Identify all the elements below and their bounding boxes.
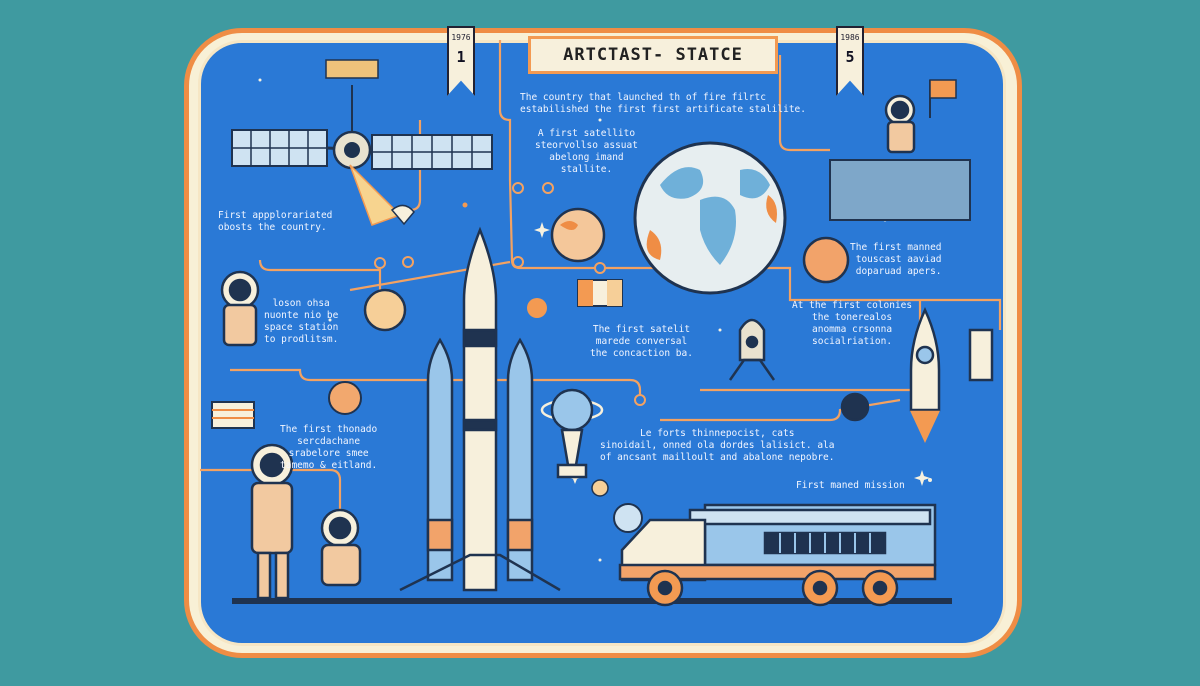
label-first-thousand: The first thonado sercdachane srabelore … <box>280 424 378 471</box>
lander-icon <box>728 318 994 422</box>
label-first-manned: The first manned touscast aaviad doparua… <box>850 242 942 277</box>
label-first-satellite-2: The first satelit marede conversal the c… <box>590 324 693 359</box>
globe-icon <box>633 141 787 295</box>
flag-icon <box>211 79 957 429</box>
telescope-icon <box>540 388 604 479</box>
label-first-mission: First maned mission <box>796 480 905 491</box>
astronaut-icon <box>220 94 916 600</box>
banner-year: 1976 <box>451 33 471 42</box>
satellite-icon <box>231 59 493 226</box>
label-first-satellite: A first satellito steorvollso assuat abe… <box>535 128 638 175</box>
banner-number: 1 <box>456 48 466 66</box>
banner-number: 5 <box>845 48 855 66</box>
infographic-title: ARTCTAST- STATCE <box>528 36 778 74</box>
banner-year: 1986 <box>840 33 860 42</box>
planet-icon <box>328 207 850 533</box>
label-first-application: First appplorariated obosts the country. <box>218 210 333 233</box>
label-top-center: The country that launched th of fire fil… <box>520 92 806 115</box>
label-first-colonies: At the first colonies the tonerealos ano… <box>792 300 913 347</box>
truck-icon <box>618 503 937 607</box>
label-first-things: Le forts thinnepocist, cats sinoidail, o… <box>600 428 835 463</box>
label-space-station: loson ohsa nuonte nio be space station t… <box>264 298 339 345</box>
base-building <box>829 159 971 221</box>
rocket-icon <box>399 226 941 592</box>
launch-platform <box>232 598 952 604</box>
